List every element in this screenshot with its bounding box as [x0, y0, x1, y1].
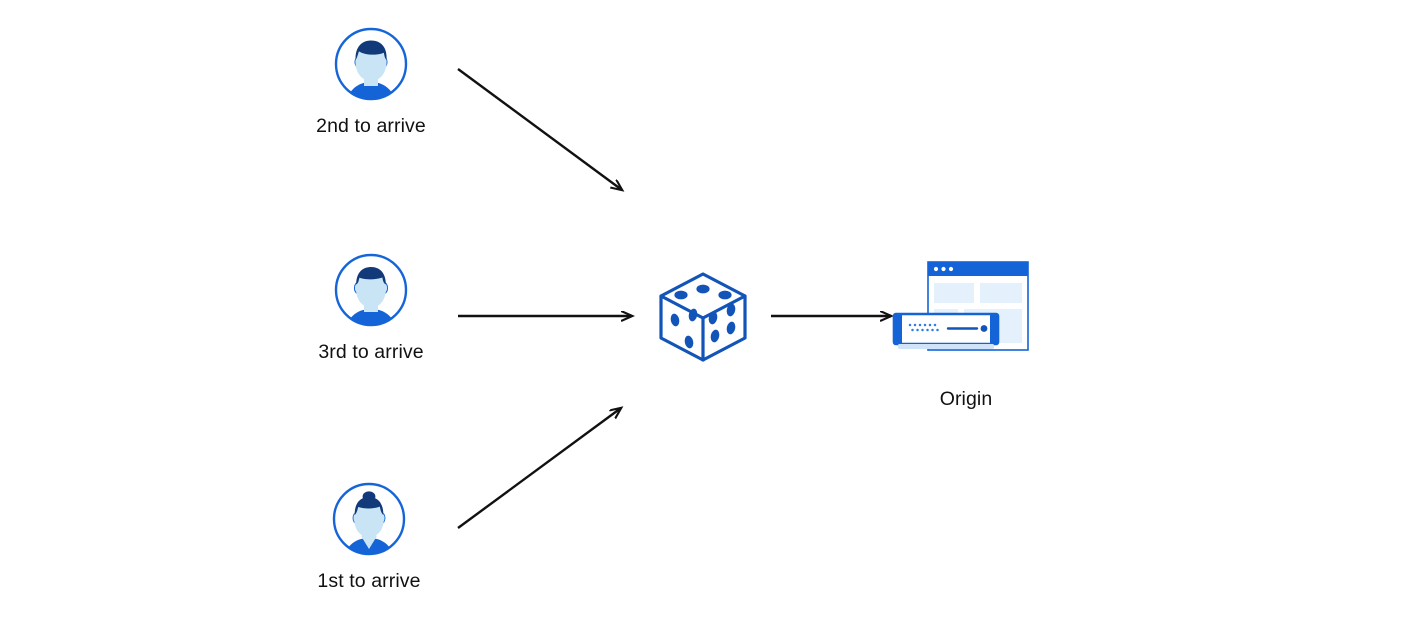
client-label-1st: 1st to arrive [317, 570, 421, 592]
arrow-2nd-to-dice [457, 68, 622, 190]
dice-icon [659, 272, 747, 362]
client-node-3rd: 3rd to arrive [291, 252, 451, 364]
user-avatar-icon [334, 253, 408, 327]
avatar [289, 481, 449, 557]
origin-server-icon [892, 261, 1029, 351]
client-node-2nd: 2nd to arrive [291, 26, 451, 138]
user-avatar-icon [334, 27, 408, 101]
origin-node: Origin [876, 256, 1056, 411]
client-label-2nd: 2nd to arrive [316, 115, 426, 137]
randomizer-node [645, 258, 765, 379]
avatar [291, 26, 451, 102]
origin-label: Origin [939, 388, 993, 410]
client-node-1st: 1st to arrive [289, 481, 449, 593]
avatar [291, 252, 451, 328]
user-avatar-icon [332, 482, 406, 556]
arrow-1st-to-dice [457, 408, 621, 529]
client-label-3rd: 3rd to arrive [318, 341, 424, 363]
